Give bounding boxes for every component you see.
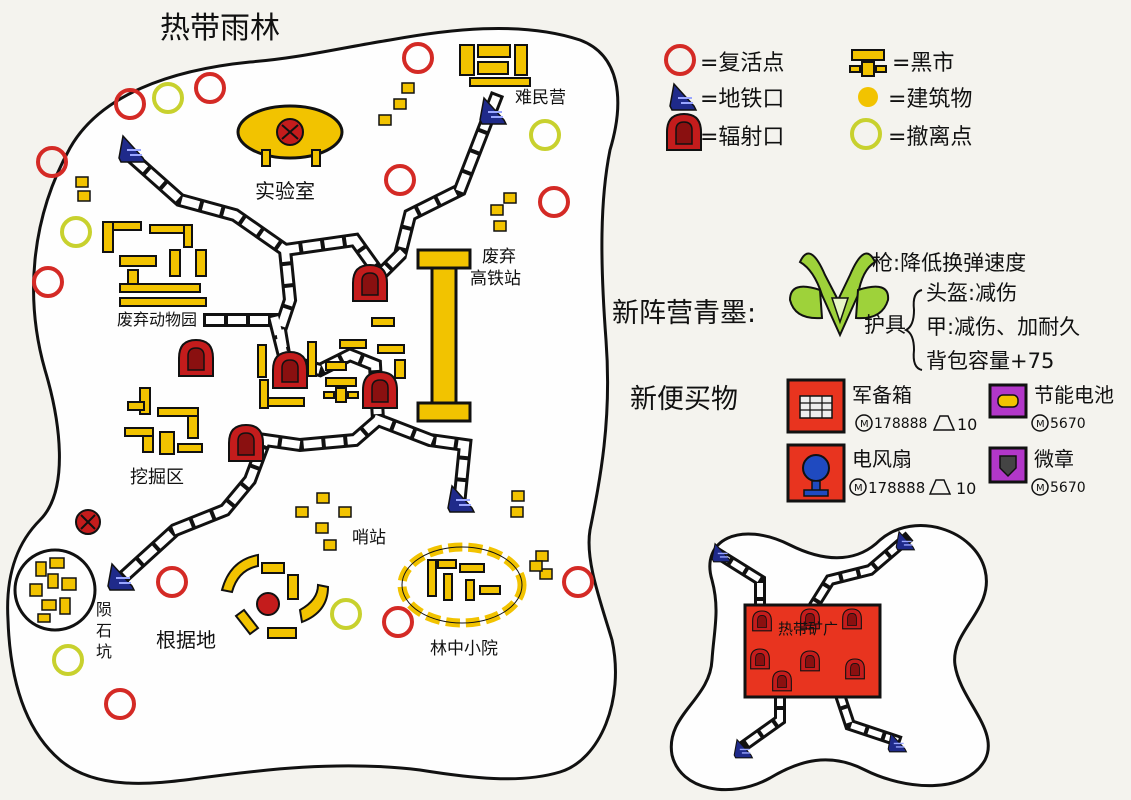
helmet-perk: 头盔:减伤 bbox=[926, 281, 1017, 305]
label-crater-1: 陨 bbox=[96, 600, 112, 619]
legend-metro-icon bbox=[669, 83, 697, 111]
item-badge: 微章 M 5670 bbox=[988, 446, 1086, 496]
item-energy-battery: 节能电池 M 5670 bbox=[988, 383, 1114, 432]
base-radiation-mark bbox=[256, 592, 280, 616]
label-base: 根据地 bbox=[156, 628, 216, 652]
item-name-electric-fan: 电风扇 bbox=[852, 447, 912, 471]
legend-respawn-icon bbox=[664, 44, 696, 76]
coin-icon bbox=[1031, 478, 1049, 496]
vest-perk: 甲:减伤、加耐久 bbox=[926, 315, 1080, 339]
legend-building-icon bbox=[858, 87, 878, 107]
radiation-exits bbox=[75, 264, 398, 535]
label-station-2: 高铁站 bbox=[470, 269, 521, 289]
svg-text:M: M bbox=[860, 419, 869, 430]
label-zoo: 废弃动物园 bbox=[117, 310, 197, 329]
label-refugee-camp: 难民营 bbox=[515, 88, 566, 108]
legend-radiation-label: =辐射口 bbox=[700, 125, 784, 150]
black-market-icon bbox=[323, 377, 359, 403]
item-price-ammo-crate: 178888 bbox=[874, 416, 927, 432]
weight-icon bbox=[932, 415, 956, 431]
coin-icon bbox=[855, 414, 873, 432]
legend-metro-label: =地铁口 bbox=[700, 87, 784, 112]
label-dig-site: 挖掘区 bbox=[130, 467, 184, 488]
item-weight-ammo-crate: 10 bbox=[957, 415, 977, 434]
faction-emblem-icon bbox=[788, 252, 890, 338]
railway-station-building bbox=[416, 248, 472, 423]
legend-black-market-label: =黑市 bbox=[892, 51, 954, 76]
item-electric-fan: 电风扇 M 178888 10 bbox=[786, 443, 976, 503]
coin-icon bbox=[849, 478, 867, 496]
item-name-badge: 微章 bbox=[1034, 447, 1074, 471]
zoo-building bbox=[102, 221, 207, 307]
legend-black-market-icon bbox=[849, 49, 887, 77]
crater-building bbox=[13, 548, 97, 632]
label-forest-yard: 林中小院 bbox=[430, 639, 498, 659]
legend-evac-label: =撤离点 bbox=[888, 125, 972, 150]
legend-radiation-icon bbox=[666, 113, 702, 151]
svg-text:M: M bbox=[1036, 483, 1045, 494]
map-title: 热带雨林 bbox=[160, 11, 280, 46]
item-name-energy-battery: 节能电池 bbox=[1034, 383, 1114, 407]
item-price-badge: 5670 bbox=[1050, 480, 1086, 496]
svg-text:M: M bbox=[854, 483, 863, 494]
base-building bbox=[220, 553, 330, 639]
central-complex-building bbox=[257, 317, 406, 409]
armor-title: 护具 bbox=[864, 313, 906, 337]
dig-site-building bbox=[124, 387, 203, 455]
legend-building-label: =建筑物 bbox=[888, 87, 972, 112]
label-crater-3: 坑 bbox=[96, 642, 112, 661]
item-name-ammo-crate: 军备箱 bbox=[852, 383, 912, 407]
mine-label: 热带矿广 bbox=[778, 620, 838, 638]
new-items-label: 新便买物 bbox=[630, 384, 738, 415]
gun-perk: 枪:降低换弹速度 bbox=[872, 251, 1026, 275]
weight-icon bbox=[928, 479, 952, 495]
coin-icon bbox=[1031, 414, 1049, 432]
label-sentry: 哨站 bbox=[352, 528, 386, 548]
label-station-1: 废弃 bbox=[482, 247, 516, 267]
item-weight-electric-fan: 10 bbox=[956, 479, 976, 498]
item-price-energy-battery: 5670 bbox=[1050, 416, 1086, 432]
legend: =复活点 =地铁口 =辐射口 =黑市 =建筑物 =撤离点 bbox=[664, 44, 972, 151]
item-price-electric-fan: 178888 bbox=[868, 479, 925, 497]
new-faction-label: 新阵营青墨: bbox=[612, 298, 756, 329]
forest-yard-building bbox=[397, 542, 527, 628]
refugee-camp-building bbox=[459, 44, 531, 87]
svg-text:M: M bbox=[1036, 419, 1045, 430]
lab-building bbox=[236, 104, 344, 167]
legend-evac-icon bbox=[850, 118, 882, 150]
label-crater-2: 石 bbox=[96, 621, 112, 640]
armor-brace bbox=[903, 289, 923, 371]
road-network bbox=[110, 90, 914, 754]
label-lab: 实验室 bbox=[255, 179, 315, 203]
backpack-perk: 背包容量+75 bbox=[926, 349, 1054, 373]
item-ammo-crate: 军备箱 M 178888 10 bbox=[786, 378, 977, 434]
legend-respawn-label: =复活点 bbox=[700, 51, 784, 76]
